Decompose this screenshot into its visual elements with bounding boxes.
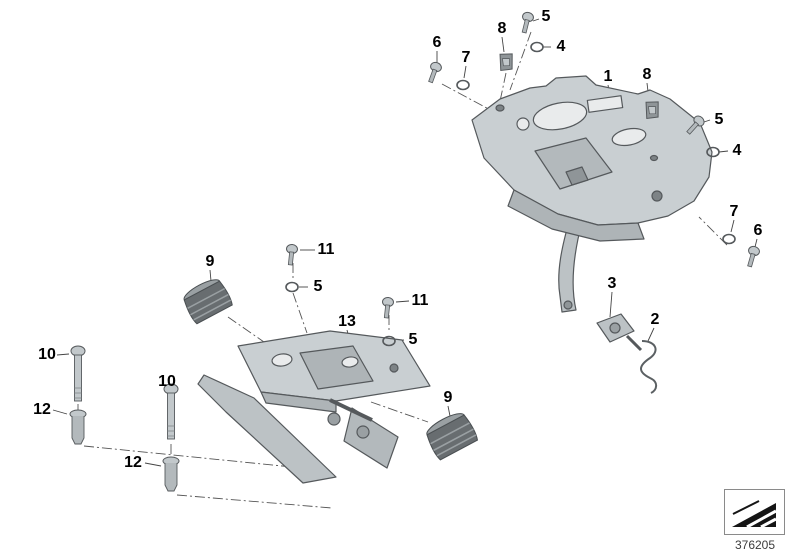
part-callout-10: 10 — [38, 346, 56, 363]
part-callout-2: 2 — [650, 311, 660, 328]
part-callout-6: 6 — [753, 222, 763, 239]
part-callout-5: 5 — [541, 8, 551, 25]
rubber-buffer-icon — [421, 407, 480, 462]
part-callout-12: 12 — [33, 401, 51, 418]
part-callout-8: 8 — [642, 66, 652, 83]
part-callout-6: 6 — [432, 34, 442, 51]
bracket-assembly-top — [471, 75, 713, 242]
part-callout-4: 4 — [556, 38, 566, 55]
part-callout-11: 11 — [317, 241, 335, 258]
washer-icon — [722, 233, 736, 245]
washer-icon — [530, 41, 544, 53]
part-callout-5: 5 — [408, 331, 418, 348]
sleeve-icon — [69, 409, 87, 445]
washer-icon — [456, 79, 470, 91]
drawing-number: 376205 — [734, 538, 776, 552]
sleeve-icon — [162, 456, 180, 492]
rubber-buffer-icon — [179, 274, 235, 326]
screw-icon — [518, 10, 535, 35]
leader-lines — [52, 18, 758, 467]
screw-icon — [743, 244, 762, 269]
latch-part — [596, 313, 643, 352]
part-callout-7: 7 — [461, 49, 471, 66]
bracket-assembly-bottom — [197, 330, 431, 484]
part-callout-13: 13 — [338, 313, 356, 330]
screw-icon — [424, 60, 444, 85]
thumbnail-box — [724, 489, 785, 535]
clip-nut-icon — [643, 99, 661, 121]
bracket-arm — [558, 217, 583, 313]
bolt-icon — [70, 345, 86, 402]
part-callout-11: 11 — [411, 292, 429, 309]
part-callout-5: 5 — [313, 278, 323, 295]
part-callout-8: 8 — [497, 20, 507, 37]
washer-icon — [285, 281, 299, 293]
screw-icon — [284, 243, 299, 266]
spring-clip — [640, 340, 658, 394]
part-callout-12: 12 — [124, 454, 142, 471]
part-callout-5: 5 — [714, 111, 724, 128]
part-callout-1: 1 — [603, 68, 613, 85]
part-callout-9: 9 — [205, 253, 215, 270]
part-callout-3: 3 — [607, 275, 617, 292]
hardware-layer — [69, 10, 762, 492]
part-callout-7: 7 — [729, 203, 739, 220]
part-callout-9: 9 — [443, 389, 453, 406]
screw-icon — [380, 296, 395, 319]
part-callout-4: 4 — [732, 142, 742, 159]
part-callout-10: 10 — [158, 373, 176, 390]
clip-nut-icon — [497, 51, 515, 73]
bolt-icon — [163, 383, 179, 440]
wedge-ramp-icon — [732, 500, 777, 529]
